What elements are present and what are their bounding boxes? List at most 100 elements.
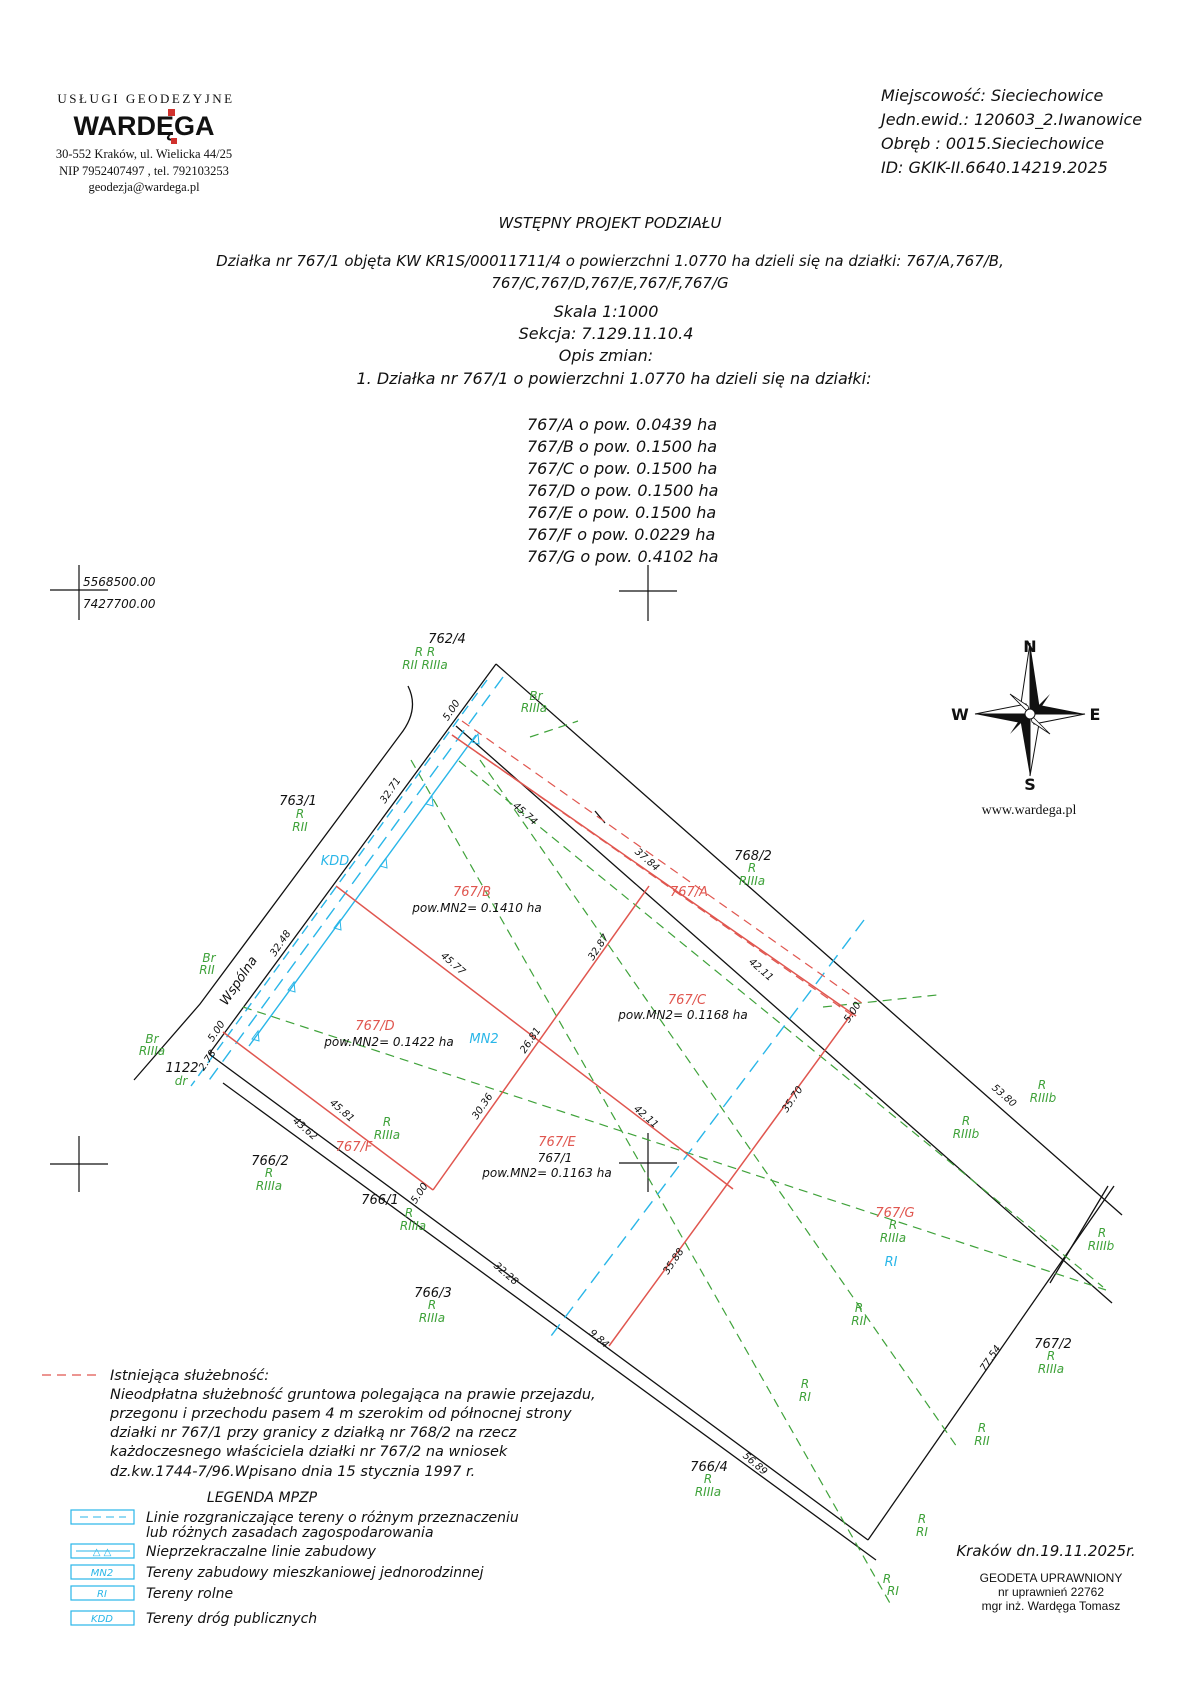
project-title: WSTĘPNY PROJEKT PODZIAŁU <box>499 214 722 232</box>
new-parcel-use: RIIIa <box>880 1231 906 1245</box>
neighbor-use: RIIIa <box>419 1311 445 1325</box>
dimension-label: 42.11 <box>631 1104 660 1131</box>
zoning-lines <box>242 720 1107 1606</box>
company-email: geodezja@wardega.pl <box>88 180 200 194</box>
dimension-label: 5.00 <box>842 1000 864 1025</box>
soil-class: RI <box>916 1525 928 1539</box>
dimension-label: 35.88 <box>661 1247 686 1277</box>
soil-class: R <box>918 1512 926 1526</box>
legend-item-text: Tereny rolne <box>146 1586 233 1602</box>
company-header: USŁUGI GEODEZYJNE WARDĘGA 30-552 Kraków,… <box>56 91 234 194</box>
soil-class: Br <box>202 951 216 965</box>
legend-item-text: Tereny zabudowy mieszkaniowej jednorodzi… <box>146 1565 484 1581</box>
division-lines <box>222 734 857 1347</box>
neighbor-id: 766/1 <box>361 1193 398 1208</box>
soil-class: R <box>1038 1078 1046 1092</box>
company-tagline: USŁUGI GEODEZYJNE <box>57 91 234 106</box>
dimension-label: 53.80 <box>989 1083 1018 1110</box>
soil-class: R <box>978 1421 986 1435</box>
new-parcel-area: pow.MN2= 0.1410 ha <box>411 901 541 915</box>
new-parcel-id: 767/E <box>538 1135 576 1150</box>
compass-e: E <box>1090 705 1101 724</box>
neighbor-use: R <box>296 807 304 821</box>
soil-class: RII <box>974 1434 990 1448</box>
servitude-line: dz.kw.1744-7/96.Wpisano dnia 15 stycznia… <box>110 1464 475 1480</box>
parcels-list-item: 767/D o pow. 0.1500 ha <box>527 481 718 500</box>
scale-label: Skala 1:1000 <box>554 302 659 321</box>
servitude-title: Istniejąca służebność: <box>110 1368 269 1384</box>
soil-class: RI <box>799 1390 811 1404</box>
logo-text: WARDĘGA <box>74 111 215 141</box>
dimension-label: 32.71 <box>378 776 403 806</box>
soil-class: RI <box>887 1584 899 1598</box>
street-name: Wspólna <box>217 954 261 1009</box>
neighbor-use: RIIIa <box>739 874 765 888</box>
new-parcel-id: 767/D <box>355 1019 394 1034</box>
project-title-block: WSTĘPNY PROJEKT PODZIAŁU Działka nr 767/… <box>216 214 1004 388</box>
legend-item-symbol: KDD <box>91 1614 113 1625</box>
compass-w: W <box>951 705 969 724</box>
soil-class: RIIIa <box>374 1128 400 1142</box>
servitude-line: działki nr 767/1 przy granicy z działką … <box>110 1425 517 1441</box>
surveyor-footer: Kraków dn.19.11.2025r. GEODETA UPRAWNION… <box>956 1542 1135 1613</box>
company-address: 30-552 Kraków, ul. Wielicka 44/25 <box>56 147 232 161</box>
soil-class: RIIIb <box>1088 1239 1115 1253</box>
neighbor-use: R <box>265 1166 273 1180</box>
changes-line: 1. Działka nr 767/1 o powierzchni 1.0770… <box>356 369 871 388</box>
compass-arrow-east <box>1030 704 1085 714</box>
parcels-list-item: 767/E o pow. 0.1500 ha <box>527 503 716 522</box>
company-logo: WARDĘGA <box>74 109 215 144</box>
soil-class: RII <box>199 963 215 977</box>
compass-s: S <box>1024 775 1036 794</box>
dimension-label: 32.87 <box>586 932 611 962</box>
parcels-list-item: 767/A o pow. 0.0439 ha <box>527 415 717 434</box>
neighbor-use: R <box>1047 1349 1055 1363</box>
soil-class: Br <box>529 689 543 703</box>
new-parcel-id: 767/F <box>336 1140 373 1155</box>
neighbor-use: RIIIa <box>695 1485 721 1499</box>
neighbor-use: R <box>405 1206 413 1220</box>
compass-n: N <box>1023 637 1036 656</box>
parcel-boundaries <box>133 663 1123 1561</box>
locality: Miejscowość: Sieciechowice <box>881 86 1104 105</box>
zone-ri: RI <box>885 1255 898 1270</box>
dimension-label: 5.00 <box>206 1019 228 1044</box>
servitude-line: Nieodpłatna służebność gruntowa polegają… <box>110 1387 596 1403</box>
dimension-label: 32.28 <box>491 1261 520 1288</box>
legend-item-symbol: MN2 <box>91 1568 113 1579</box>
soil-class: R <box>855 1301 863 1315</box>
soil-class: RIIIb <box>953 1127 980 1141</box>
new-parcel-id: 767/G <box>875 1206 914 1221</box>
new-parcel-area: pow.MN2= 0.1163 ha <box>481 1166 611 1180</box>
neighbor-use: RII RIIIa <box>402 658 448 672</box>
soil-class: R <box>383 1115 391 1129</box>
neighbor-use: R <box>428 1298 436 1312</box>
compass-arrow-west <box>975 714 1030 724</box>
neighbor-id: 762/4 <box>428 632 465 647</box>
neighbor-id: 1122 <box>165 1061 198 1076</box>
soil-class: RIIIa <box>139 1044 165 1058</box>
section-label: Sekcja: 7.129.11.10.4 <box>519 324 694 343</box>
neighbor-id: 766/4 <box>690 1460 727 1475</box>
dimension-label: 45.77 <box>438 951 467 979</box>
website: www.wardega.pl <box>982 803 1077 818</box>
soil-class: RIIIa <box>521 701 547 715</box>
parcels-list-item: 767/B o pow. 0.1500 ha <box>527 437 717 456</box>
mpzp-legend-title: LEGENDA MPZP <box>207 1490 318 1506</box>
neighbor-use: R R <box>415 645 436 659</box>
neighbor-id: 767/2 <box>1034 1337 1071 1352</box>
grid-coord-north: 5568500.00 <box>83 575 156 589</box>
footer-name: mgr inż. Wardęga Tomasz <box>982 1599 1121 1613</box>
soil-class: R <box>883 1572 891 1586</box>
dimension-label: 35.70 <box>780 1085 805 1115</box>
soil-class: R <box>801 1377 809 1391</box>
grid-crosses <box>50 565 677 1192</box>
company-nip-tel: NIP 7952407497 , tel. 792103253 <box>59 164 229 178</box>
legend-item-text: Nieprzekraczalne linie zabudowy <box>146 1544 377 1560</box>
registry-unit: Jedn.ewid.: 120603_2.Iwanowice <box>878 110 1142 130</box>
parcels-list: 767/A o pow. 0.0439 ha 767/B o pow. 0.15… <box>527 415 718 566</box>
soil-class: Br <box>145 1032 159 1046</box>
new-parcel-id: 767/A <box>670 885 708 900</box>
servitude-line: każdoczesnego właściciela działki nr 767… <box>110 1444 508 1460</box>
footer-date: Kraków dn.19.11.2025r. <box>956 1542 1135 1560</box>
